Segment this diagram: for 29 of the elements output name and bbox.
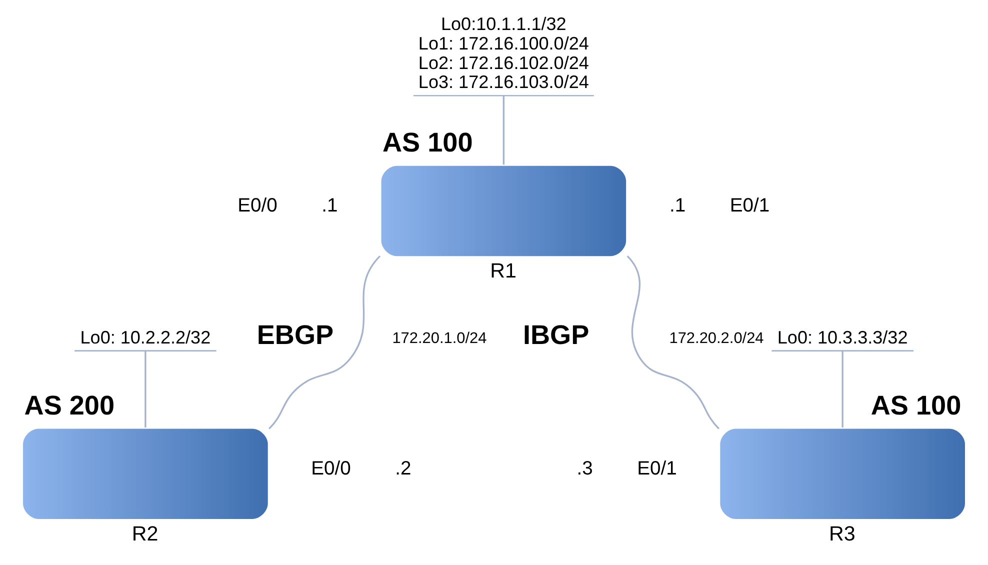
node-box	[23, 428, 268, 519]
edge-label: 172.20.1.0/24	[392, 330, 487, 348]
node-text: Lo0: 10.3.3.3/32	[777, 327, 908, 348]
connector	[502, 96, 504, 165]
label: E0/1	[730, 196, 770, 217]
label: IBGP	[522, 320, 590, 350]
node-label: R1	[490, 260, 516, 283]
node-label: AS 100	[382, 127, 473, 158]
label: .3	[576, 458, 593, 480]
connector	[842, 351, 844, 428]
node-label: AS 200	[24, 390, 115, 420]
label: EBGP	[256, 320, 334, 350]
node-label: AS 100	[870, 390, 962, 420]
node-label: R2	[132, 522, 158, 546]
label: .1	[670, 196, 686, 217]
label: E0/1	[637, 458, 677, 480]
node-text: Lo0: 10.2.2.2/32	[80, 327, 211, 348]
label: .1	[322, 196, 338, 217]
label: E0/0	[238, 196, 278, 217]
edge-label: 172.20.2.0/24	[669, 330, 764, 348]
node-box	[381, 166, 626, 256]
connector	[626, 256, 720, 430]
connector	[268, 256, 381, 430]
connector	[144, 351, 146, 428]
node-box	[720, 428, 965, 519]
label: E0/0	[311, 458, 351, 480]
node-label: R3	[829, 522, 856, 546]
label: .2	[395, 458, 412, 480]
node-text: Lo0:10.1.1.1/32 Lo1: 172.16.100.0/24 Lo2: 172.16.102.0/24 Lo3: 172.16.103.0/24	[418, 14, 589, 92]
